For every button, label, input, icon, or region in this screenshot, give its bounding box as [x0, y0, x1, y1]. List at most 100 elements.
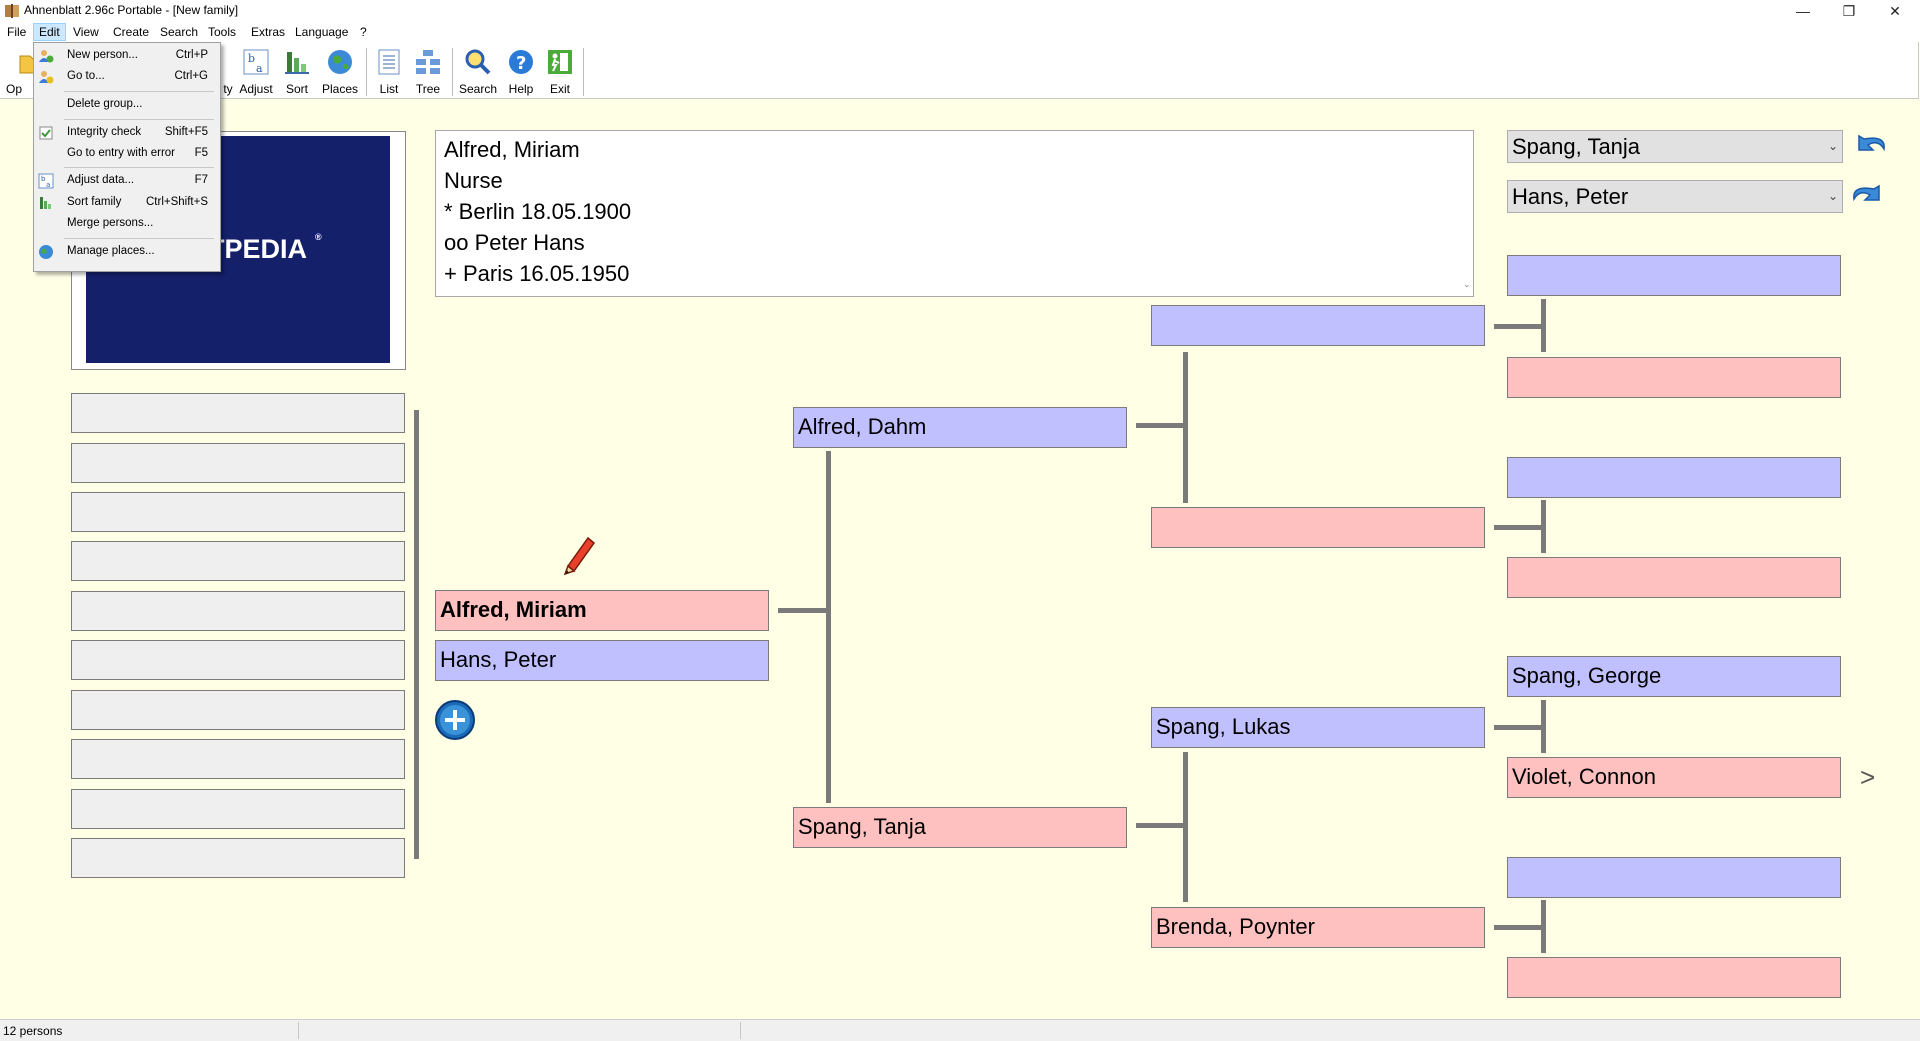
great-grandparent-box[interactable]	[1507, 255, 1841, 296]
places-button[interactable]: Places	[318, 46, 362, 96]
exit-button[interactable]: Exit	[538, 46, 582, 96]
history-forward-select[interactable]: Hans, Peter ⌄	[1507, 180, 1843, 213]
status-bar: 12 persons	[0, 1019, 1920, 1041]
maternal-grandmother-box[interactable]: Brenda, Poynter	[1151, 907, 1485, 948]
sort-button[interactable]: Sort	[275, 46, 319, 96]
child-slot[interactable]	[71, 541, 405, 581]
history-back-select[interactable]: Spang, Tanja ⌄	[1507, 130, 1843, 163]
menu-language[interactable]: Language	[295, 25, 349, 39]
maternal-grandfather-box[interactable]: Spang, Lukas	[1151, 707, 1485, 748]
detail-birth: * Berlin 18.05.1900	[444, 199, 632, 224]
great-grandfather-box[interactable]: Spang, George	[1507, 656, 1841, 697]
proband-box[interactable]: Alfred, Miriam	[435, 590, 769, 631]
menu-view[interactable]: View	[73, 25, 99, 39]
more-ancestors-arrow[interactable]: >	[1860, 762, 1876, 792]
menu-search[interactable]: Search	[160, 25, 199, 39]
menu-edit[interactable]: Edit	[33, 23, 66, 41]
connector-line	[1494, 324, 1544, 329]
list-button[interactable]: List	[367, 46, 411, 96]
search-icon	[465, 49, 491, 75]
chevron-down-icon: ⌄	[1827, 139, 1838, 153]
detail-name: Alfred, Miriam	[444, 137, 580, 162]
toolbar-separator	[366, 48, 367, 96]
menu-create[interactable]: Create	[113, 25, 150, 39]
mother-box[interactable]: Spang, Tanja	[793, 807, 1127, 848]
menu-separator	[64, 238, 214, 239]
menu-help[interactable]: ?	[360, 25, 367, 39]
menu-manage-places[interactable]: Manage places...	[34, 242, 220, 262]
tree-button[interactable]: Tree	[406, 46, 450, 96]
person-details-box[interactable]: Alfred, Miriam Nurse * Berlin 18.05.1900…	[435, 130, 1474, 297]
open-button[interactable]: Op	[2, 46, 45, 96]
status-separator	[298, 1022, 299, 1039]
svg-text:b: b	[248, 52, 255, 65]
father-box[interactable]: Alfred, Dahm	[793, 407, 1127, 448]
svg-text:?: ?	[516, 53, 526, 74]
menu-go-to[interactable]: Go to... Ctrl+G	[34, 67, 220, 87]
toolbar-separator	[452, 48, 453, 96]
menu-sort-family[interactable]: Sort family Ctrl+Shift+S	[34, 193, 220, 213]
menu-delete-group[interactable]: Delete group...	[67, 98, 143, 110]
great-grandparent-box[interactable]	[1507, 957, 1841, 998]
menu-file[interactable]: File	[7, 25, 27, 39]
globe-icon	[39, 245, 53, 259]
adjust-icon: ba	[243, 49, 269, 75]
connector-line	[1183, 752, 1188, 902]
menu-extras[interactable]: Extras	[251, 25, 286, 39]
svg-text:a: a	[256, 62, 263, 75]
sort-icon	[285, 52, 309, 74]
child-slot[interactable]	[71, 838, 405, 878]
search-button[interactable]: Search	[456, 46, 500, 96]
paternal-grandfather-box[interactable]	[1151, 305, 1485, 346]
globe-icon	[328, 50, 352, 74]
spouse-box[interactable]: Hans, Peter	[435, 640, 769, 681]
menu-integrity-check[interactable]: Integrity check Shift+F5	[34, 123, 220, 143]
child-slot[interactable]	[71, 789, 405, 829]
child-slot[interactable]	[71, 492, 405, 532]
menu-separator	[64, 91, 214, 92]
connector-line	[1494, 525, 1544, 530]
great-grandmother-box[interactable]: Violet, Connon	[1507, 757, 1841, 798]
connector-line	[1494, 925, 1544, 930]
close-button[interactable]: ✕	[1889, 3, 1901, 19]
paternal-grandmother-box[interactable]	[1151, 507, 1485, 548]
menu-new-person[interactable]: New person... Ctrl+P	[34, 46, 220, 66]
connector-line	[1541, 700, 1546, 753]
back-arrow-icon[interactable]	[1849, 130, 1889, 166]
children-connector	[414, 410, 419, 859]
property-button[interactable]: ty	[223, 82, 233, 96]
menu-tools[interactable]: Tools	[208, 25, 237, 39]
scroll-down-icon: ⌄	[1463, 279, 1471, 289]
great-grandparent-box[interactable]	[1507, 357, 1841, 398]
exit-icon	[548, 50, 572, 74]
child-slot[interactable]	[71, 591, 405, 631]
svg-text:a: a	[46, 181, 50, 189]
child-slot[interactable]	[71, 640, 405, 680]
list-icon	[378, 49, 400, 75]
minimize-button[interactable]: —	[1796, 3, 1810, 19]
forward-arrow-icon[interactable]	[1849, 180, 1889, 216]
add-spouse-icon[interactable]	[434, 699, 476, 741]
tree-icon	[416, 50, 440, 74]
restore-button[interactable]: ❐	[1842, 3, 1856, 19]
child-slot[interactable]	[71, 443, 405, 483]
connector-line	[1136, 823, 1184, 828]
child-slot[interactable]	[71, 393, 405, 433]
connector-line	[1541, 299, 1546, 352]
menu-merge-persons[interactable]: Merge persons...	[67, 217, 154, 229]
great-grandparent-box[interactable]	[1507, 457, 1841, 498]
great-grandparent-box[interactable]	[1507, 857, 1841, 898]
menu-go-to-error[interactable]: Go to entry with error F5	[67, 147, 208, 159]
child-slot[interactable]	[71, 690, 405, 730]
edit-pencil-icon[interactable]	[560, 532, 598, 576]
great-grandparent-box[interactable]	[1507, 557, 1841, 598]
new-person-icon	[39, 50, 54, 63]
child-slot[interactable]	[71, 739, 405, 779]
help-button[interactable]: ? Help	[499, 46, 543, 96]
connector-line	[1136, 423, 1184, 428]
goto-person-icon	[39, 71, 54, 84]
notes-scrollbar[interactable]: ⌄	[1463, 131, 1473, 296]
